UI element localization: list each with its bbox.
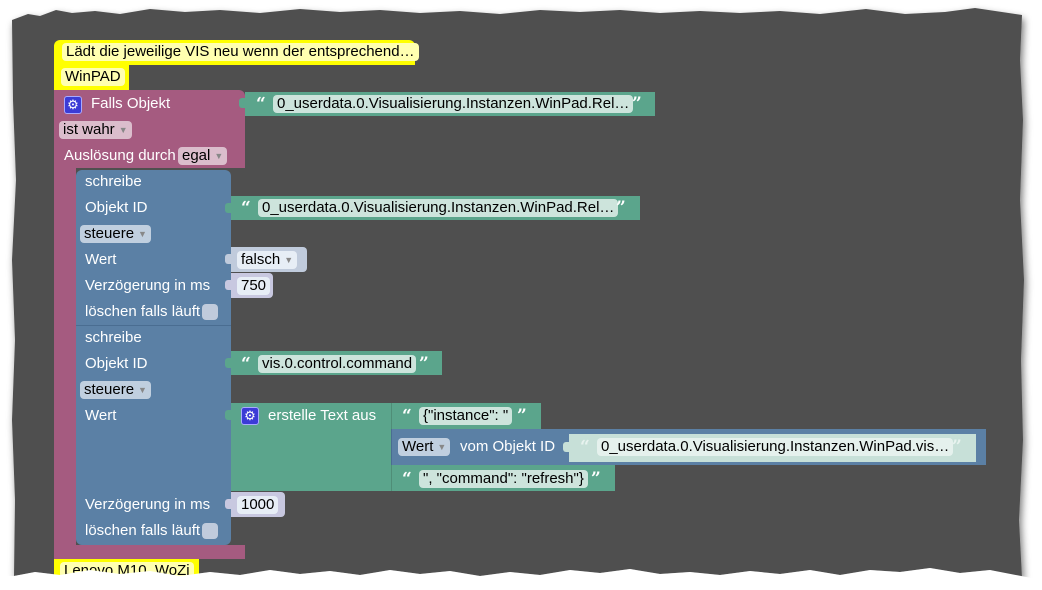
write1-value-label: Wert	[85, 251, 117, 268]
write2-value-label: Wert	[85, 407, 117, 424]
trigger-block-footer	[54, 545, 245, 559]
trigger-block-spine	[54, 168, 76, 548]
write-block-1[interactable]	[76, 170, 231, 325]
write1-mode-value: steuere	[84, 225, 135, 242]
write1-value: falsch	[241, 251, 281, 268]
input-tab	[225, 499, 232, 509]
write1-clear-label: löschen falls läuft	[85, 303, 201, 320]
input-tab	[563, 442, 570, 452]
write2-object-id-field[interactable]: vis.0.control.command	[258, 355, 417, 373]
chevron-down-icon: ▼	[118, 125, 128, 135]
open-quote-icon: “	[402, 406, 412, 426]
text-part-3-field[interactable]: ", "command": "refresh"}	[419, 470, 588, 488]
chevron-down-icon: ▼	[284, 255, 294, 265]
gear-icon[interactable]: ⚙	[64, 96, 82, 114]
write2-title: schreibe	[85, 329, 142, 346]
input-tab	[225, 254, 232, 264]
create-text-label: erstelle Text aus	[268, 407, 377, 424]
input-tab	[225, 203, 232, 213]
write1-clear-checkbox[interactable]	[202, 304, 218, 320]
comment-block[interactable]: Lädt die jeweilige VIS neu wenn der ents…	[54, 40, 419, 65]
write-block-2[interactable]	[76, 325, 231, 545]
write2-mode-dropdown[interactable]: steuere▼	[80, 381, 151, 399]
chevron-down-icon: ▼	[214, 151, 224, 161]
label-block-winpad[interactable]: WinPAD	[54, 65, 129, 90]
write1-object-id-field[interactable]: 0_userdata.0.Visualisierung.Instanzen.Wi…	[258, 199, 619, 217]
close-quote-icon: ”	[591, 469, 601, 489]
input-tab	[225, 280, 232, 290]
write1-title: schreibe	[85, 173, 142, 190]
close-quote-icon: ”	[616, 198, 626, 218]
input-tab	[225, 410, 232, 420]
chevron-down-icon: ▼	[138, 229, 147, 239]
close-quote-icon: ”	[419, 354, 429, 374]
close-quote-icon: ”	[632, 94, 642, 114]
torn-edge	[0, 568, 1042, 590]
label-text[interactable]: WinPAD	[61, 68, 125, 86]
write1-value-dropdown[interactable]: falsch▼	[237, 251, 298, 269]
value-of-id-field[interactable]: 0_userdata.0.Visualisierung.Instanzen.Wi…	[597, 438, 954, 456]
write1-mode-dropdown[interactable]: steuere▼	[80, 225, 151, 243]
open-quote-icon: “	[241, 354, 251, 374]
write2-object-id-label: Objekt ID	[85, 355, 148, 372]
write1-delay-label: Verzögerung in ms	[85, 277, 211, 294]
close-quote-icon: ”	[952, 437, 962, 457]
open-quote-icon: “	[402, 469, 412, 489]
write2-delay-label: Verzögerung in ms	[85, 496, 211, 513]
write2-clear-checkbox[interactable]	[202, 523, 218, 539]
input-tab	[225, 358, 232, 368]
trigger-object-id-field[interactable]: 0_userdata.0.Visualisierung.Instanzen.Wi…	[273, 95, 634, 113]
block-divider	[76, 325, 231, 326]
trigger-by-dropdown[interactable]: egal▼	[178, 147, 228, 165]
comment-text[interactable]: Lädt die jeweilige VIS neu wenn der ents…	[62, 43, 419, 61]
close-quote-icon: ”	[517, 406, 527, 426]
trigger-title: Falls Objekt	[91, 95, 171, 112]
write1-object-id-label: Objekt ID	[85, 199, 148, 216]
write1-delay-field[interactable]: 750	[237, 277, 271, 295]
trigger-by-value: egal	[182, 147, 211, 164]
value-of-mode-dropdown[interactable]: Wert▼	[398, 438, 451, 456]
value-of-label: vom Objekt ID	[460, 438, 556, 455]
write2-delay-field[interactable]: 1000	[237, 496, 279, 514]
trigger-by-label: Auslösung durch	[64, 147, 176, 164]
open-quote-icon: “	[580, 437, 590, 457]
gear-icon[interactable]: ⚙	[241, 407, 259, 425]
chevron-down-icon: ▼	[437, 442, 447, 452]
write2-clear-label: löschen falls läuft	[85, 522, 201, 539]
input-tab	[239, 98, 246, 108]
open-quote-icon: “	[256, 94, 266, 114]
condition-dropdown[interactable]: ist wahr▼	[59, 121, 132, 139]
chevron-down-icon: ▼	[138, 385, 147, 395]
text-part-1-field[interactable]: {"instance": "	[419, 407, 513, 425]
open-quote-icon: “	[241, 198, 251, 218]
condition-value: ist wahr	[63, 121, 115, 138]
value-of-mode-value: Wert	[402, 438, 434, 455]
write2-mode-value: steuere	[84, 381, 135, 398]
